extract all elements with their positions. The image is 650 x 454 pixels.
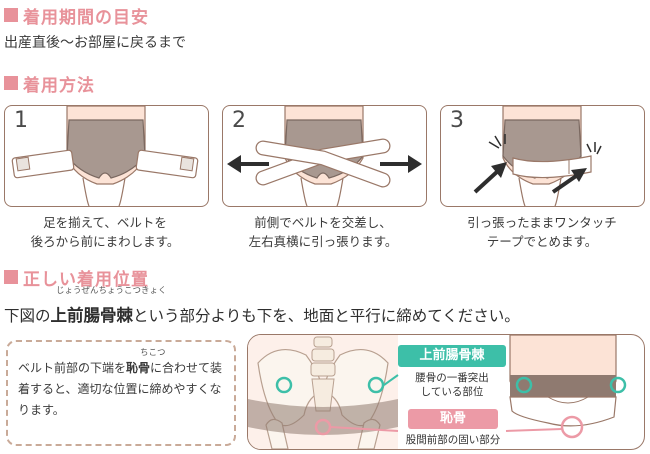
instruction-before: 下図の xyxy=(4,307,51,325)
step-1-panel: 1 xyxy=(4,105,209,207)
section-square-icon xyxy=(4,76,18,90)
pelvis-illustration xyxy=(248,335,627,449)
step-2-number: 2 xyxy=(232,108,246,133)
period-section-header: 着用期間の目安 xyxy=(4,4,149,28)
section-square-icon xyxy=(4,270,18,284)
instruction-keyword: 上前腸骨棘 xyxy=(50,306,134,325)
method-title: 着用方法 xyxy=(23,75,95,96)
note-box xyxy=(6,340,236,446)
section-square-icon xyxy=(4,8,18,22)
note-text: ベルト前部の下端を恥骨に合わせて装着すると、適切な位置に締めやすくなります。 xyxy=(18,358,228,421)
instruction-after: という部分よりも下を、地面と平行に締めてください。 xyxy=(133,307,520,325)
position-section-header: 正しい着用位置 xyxy=(4,266,149,290)
anatomy-illustration: 上前腸骨棘 腰骨の一番突出 している部位 恥骨 股間前部の固い部分 xyxy=(247,334,645,450)
period-text: 出産直後～お部屋に戻るまで xyxy=(4,35,186,51)
step-1-number: 1 xyxy=(14,108,28,133)
note-keyword: 恥骨 xyxy=(126,361,151,375)
step-2-panel: 2 xyxy=(222,105,427,207)
method-section-header: 着用方法 xyxy=(4,72,95,96)
step-1-illustration xyxy=(11,106,199,206)
caption-line: 前側でベルトを交差し、 xyxy=(254,215,392,230)
step-3-panel: 3 xyxy=(440,105,645,207)
step-3-number: 3 xyxy=(450,108,464,133)
step-3-caption: 引っ張ったままワンタッチ テープでとめます。 xyxy=(437,213,647,251)
position-title: 正しい着用位置 xyxy=(23,269,149,290)
pubis-ruby: ちこつ xyxy=(140,348,166,358)
pubis-label: 恥骨 xyxy=(408,409,498,429)
note-part2: に合わせて装着すると、適切な位置に締めやすくなります。 xyxy=(18,361,223,417)
asis-label: 上前腸骨棘 xyxy=(398,345,506,367)
arrow-right-icon xyxy=(380,155,422,173)
pubis-description: 股間前部の固い部分 xyxy=(405,434,501,446)
step-3-illustration xyxy=(473,106,602,206)
asis-description: 腰骨の一番突出 している部位 xyxy=(398,371,506,399)
caption-line: 足を揃えて、ベルトを xyxy=(43,215,167,230)
note-part1: ベルト前部の下端を xyxy=(18,361,127,375)
arrow-left-icon xyxy=(227,155,269,173)
step-1-caption: 足を揃えて、ベルトを 後ろから前にまわします。 xyxy=(0,213,210,251)
arrow-diagonal-icon xyxy=(473,162,507,194)
step-2-illustration xyxy=(227,106,422,206)
caption-line: 引っ張ったままワンタッチ xyxy=(467,215,617,230)
asis-desc-line: 腰骨の一番突出 xyxy=(415,372,489,384)
caption-line: テープでとめます。 xyxy=(486,234,598,249)
step-2-caption: 前側でベルトを交差し、 左右真横に引っ張ります。 xyxy=(218,213,428,251)
period-title: 着用期間の目安 xyxy=(23,7,149,28)
caption-line: 後ろから前にまわします。 xyxy=(30,234,180,249)
asis-ruby: じょうぜんちょうこつきょく xyxy=(56,286,167,296)
arrow-diagonal-icon xyxy=(551,168,587,194)
asis-desc-line: している部位 xyxy=(420,386,484,398)
caption-line: 左右真横に引っ張ります。 xyxy=(248,234,398,249)
instruction-text: 下図の上前腸骨棘という部分よりも下を、地面と平行に締めてください。 xyxy=(4,302,520,326)
